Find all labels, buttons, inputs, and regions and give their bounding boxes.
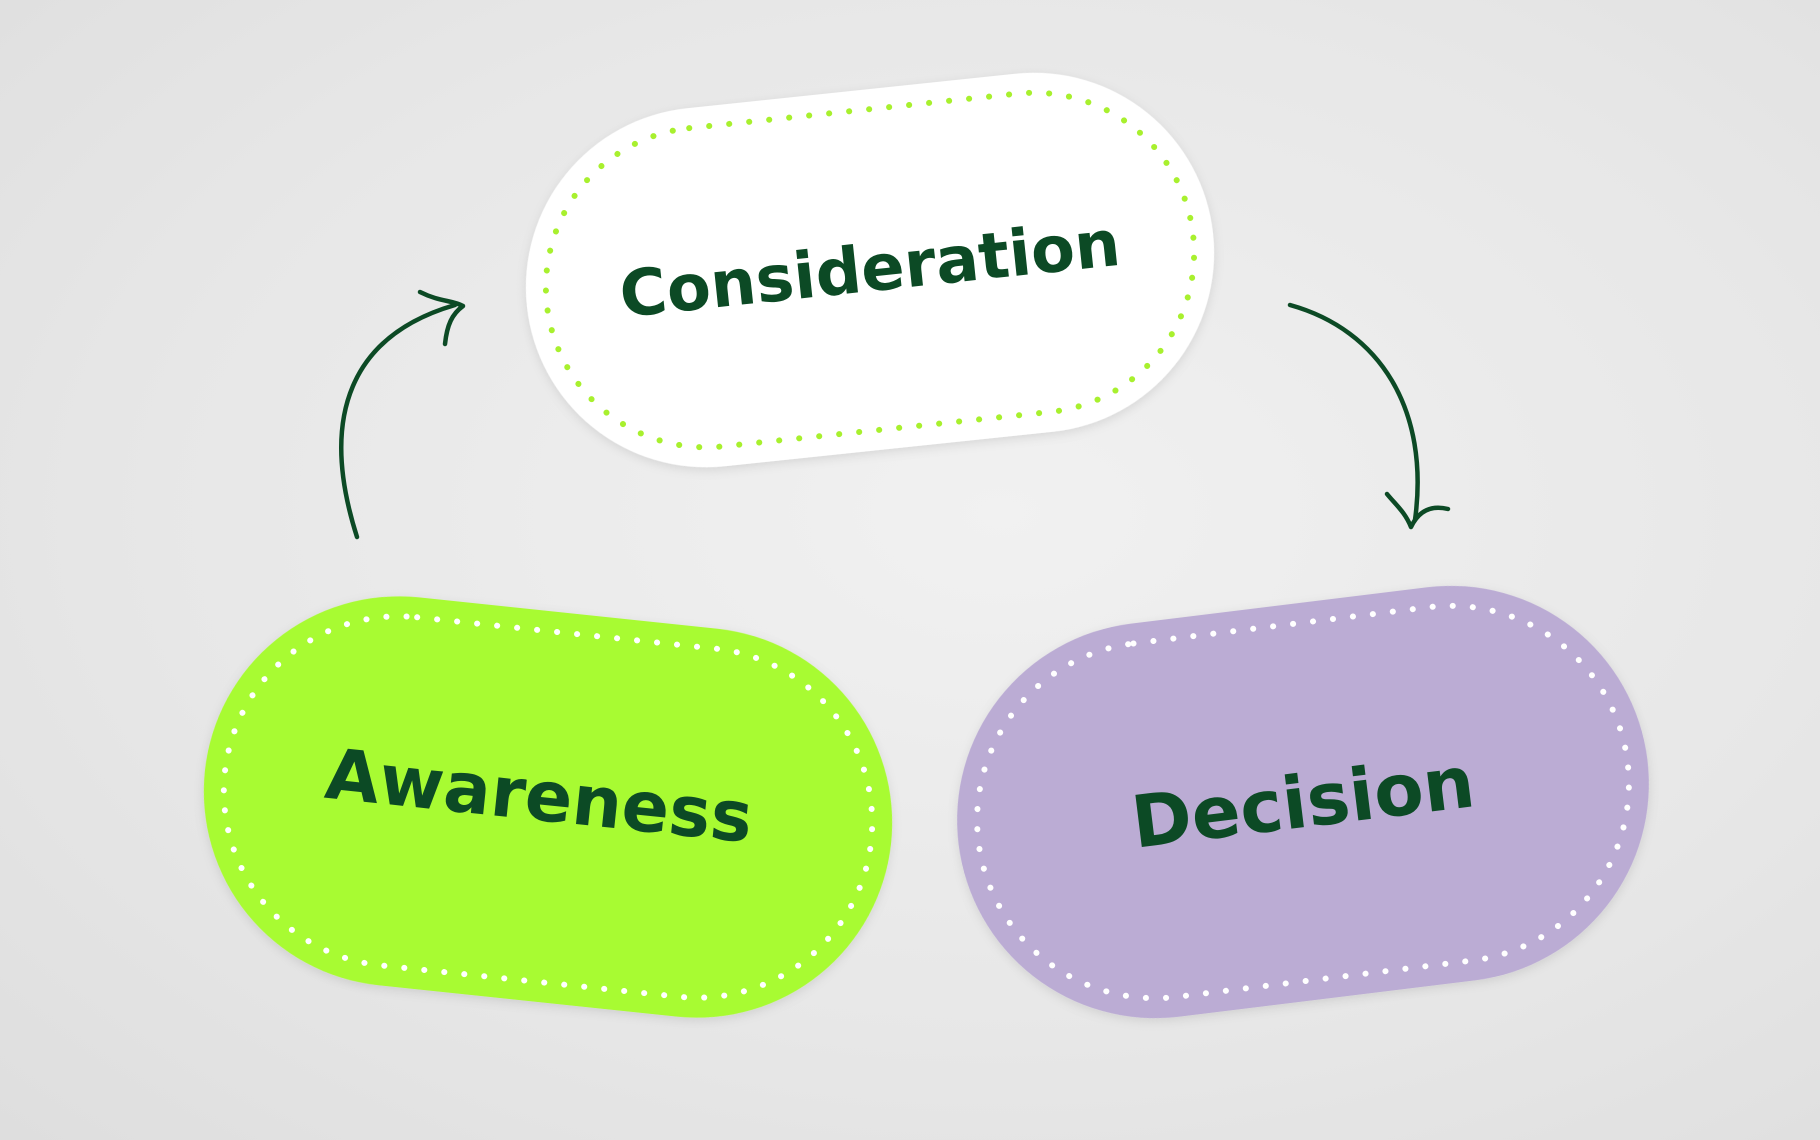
awareness-dotted-border [220, 613, 876, 1001]
consideration-dotted-border [542, 89, 1198, 451]
decision-pill [957, 585, 1649, 1019]
consideration-stage: Consideration [525, 72, 1215, 468]
arrow-head-left [417, 289, 466, 347]
consideration-pill [525, 72, 1215, 468]
arrow-consideration-to-decision [1287, 302, 1451, 530]
decision-stage: Decision [957, 585, 1649, 1019]
awareness-stage: Awareness [203, 596, 893, 1018]
awareness-pill [203, 596, 893, 1018]
arrow-curve-right [1287, 302, 1420, 523]
decision-dotted-border [974, 602, 1632, 1002]
arrow-awareness-to-consideration [339, 289, 466, 540]
arrow-head-right [1384, 491, 1451, 530]
arrow-curve-left [339, 302, 458, 540]
